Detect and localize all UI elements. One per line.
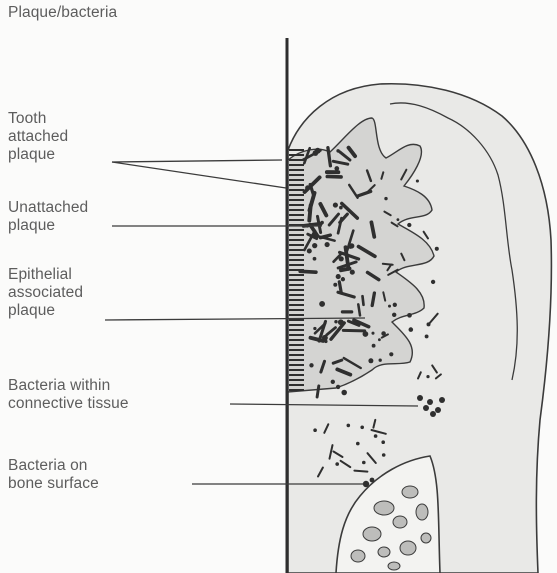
label-line: plaque bbox=[8, 217, 88, 235]
bacterium-coccus bbox=[362, 461, 366, 465]
bacterium-coccus bbox=[336, 274, 341, 279]
bacterium-coccus bbox=[335, 462, 339, 466]
bacterium-coccus bbox=[333, 203, 338, 208]
label-line: Tooth bbox=[8, 110, 68, 128]
bacterium-rod bbox=[372, 293, 374, 306]
leader-tooth-attached-b bbox=[112, 162, 286, 188]
label-line: Bacteria on bbox=[8, 457, 99, 475]
bacterium-coccus bbox=[384, 197, 387, 200]
bacterium-coccus bbox=[313, 327, 316, 330]
label-line: attached bbox=[8, 128, 68, 146]
bacterium-rod bbox=[309, 205, 310, 220]
bacterium-coccus bbox=[313, 150, 319, 156]
bacterium-coccus bbox=[336, 385, 340, 389]
bacterium-coccus bbox=[333, 283, 337, 287]
label-line: associated bbox=[8, 284, 83, 302]
bacterium-rod bbox=[363, 296, 364, 305]
bacterium-coccus bbox=[356, 442, 360, 446]
bacterium-coccus bbox=[388, 305, 391, 308]
bacterium-coccus bbox=[339, 206, 343, 210]
label-line: Bacteria within bbox=[8, 377, 129, 395]
label-line: bone surface bbox=[8, 475, 99, 493]
bacterium-coccus bbox=[341, 390, 347, 396]
label-line: plaque bbox=[8, 146, 68, 164]
bacterium-coccus bbox=[349, 245, 352, 248]
bacterium-coccus bbox=[389, 352, 393, 356]
diagram-title: Plaque/bacteria bbox=[8, 4, 117, 22]
bacterium-coccus bbox=[381, 440, 385, 444]
bacterium-coccus bbox=[334, 320, 337, 323]
pocket-epithelium bbox=[288, 118, 434, 392]
bacterium-rod bbox=[317, 386, 319, 397]
bacterium-coccus bbox=[336, 149, 339, 152]
bacterium-coccus bbox=[350, 270, 355, 275]
bacterium-coccus bbox=[407, 223, 411, 227]
bacterium-coccus bbox=[341, 277, 345, 281]
bacterium-coccus bbox=[372, 344, 376, 348]
bacterium-coccus bbox=[430, 411, 436, 417]
bacterium-coccus bbox=[379, 359, 382, 362]
bacterium-coccus bbox=[313, 257, 317, 261]
label-unattached-plaque: Unattached plaque bbox=[8, 199, 88, 235]
bacterium-coccus bbox=[439, 397, 445, 403]
bacterium-coccus bbox=[363, 331, 369, 337]
bacterium-coccus bbox=[339, 256, 344, 261]
bacterium-coccus bbox=[307, 248, 312, 253]
leader-tooth-attached-a bbox=[112, 160, 282, 162]
diagram-title-text: Plaque/bacteria bbox=[8, 4, 117, 21]
bacterium-coccus bbox=[334, 166, 339, 171]
bacterium-coccus bbox=[427, 399, 433, 405]
bacterium-coccus bbox=[396, 218, 399, 221]
label-tooth-attached-plaque: Tooth attached plaque bbox=[8, 110, 68, 164]
bacterium-coccus bbox=[416, 179, 419, 182]
bacterium-coccus bbox=[371, 332, 374, 335]
bacterium-rod bbox=[354, 471, 367, 472]
bacterium-coccus bbox=[360, 426, 364, 430]
bacterium-coccus bbox=[435, 247, 439, 251]
bacterium-coccus bbox=[347, 424, 351, 428]
bacterium-coccus bbox=[374, 434, 378, 438]
bacterium-coccus bbox=[382, 453, 386, 457]
bacterium-coccus bbox=[423, 405, 429, 411]
label-line: connective tissue bbox=[8, 395, 129, 413]
bacterium-rod bbox=[343, 330, 364, 331]
bacterium-coccus bbox=[325, 242, 330, 247]
bacterium-coccus bbox=[338, 319, 344, 325]
bacterium-coccus bbox=[309, 363, 313, 367]
bacterium-coccus bbox=[378, 338, 381, 341]
bacterium-coccus bbox=[319, 301, 325, 307]
bacterium-rod bbox=[300, 271, 316, 272]
label-line: plaque bbox=[8, 302, 83, 320]
label-bacteria-bone-surface: Bacteria on bone surface bbox=[8, 457, 99, 493]
bacterium-coccus bbox=[409, 327, 414, 332]
bacterium-coccus bbox=[312, 243, 317, 248]
bacterium-coccus bbox=[392, 313, 396, 317]
bacterium-coccus bbox=[393, 303, 397, 307]
bacterium-coccus bbox=[435, 407, 441, 413]
bacterium-coccus bbox=[331, 380, 335, 384]
label-line: Unattached bbox=[8, 199, 88, 217]
label-bacteria-connective-tissue: Bacteria within connective tissue bbox=[8, 377, 129, 413]
label-line: Epithelial bbox=[8, 266, 83, 284]
bacterium-coccus bbox=[313, 428, 317, 432]
bacterium-coccus bbox=[426, 375, 429, 378]
bacterium-coccus bbox=[417, 395, 423, 401]
bacterium-coccus bbox=[370, 478, 375, 483]
bacterium-coccus bbox=[407, 313, 412, 318]
bacterium-rod bbox=[358, 304, 360, 315]
label-epithelial-associated-plaque: Epithelial associated plaque bbox=[8, 266, 83, 320]
bacterium-coccus bbox=[425, 334, 429, 338]
bacterium-coccus bbox=[431, 280, 435, 284]
bacterium-coccus bbox=[368, 358, 373, 363]
